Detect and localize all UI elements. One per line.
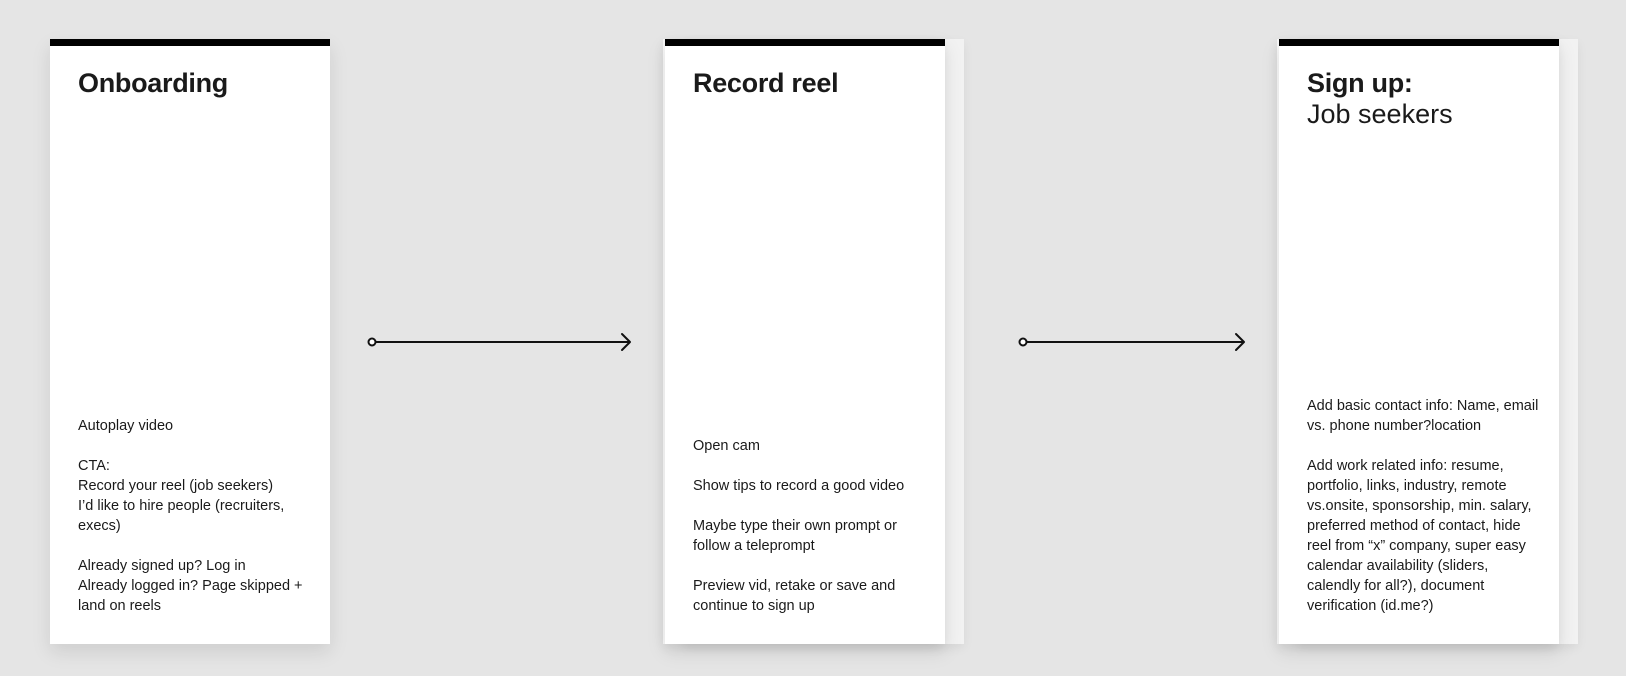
note-paragraph: Already signed up? Log in Already logged… — [78, 556, 312, 616]
note-line: Autoplay video — [78, 418, 174, 434]
note-paragraph: Maybe type their own prompt or follow a … — [693, 516, 927, 556]
sign-up-card[interactable]: Sign up: Job seekers Add basic contact i… — [1279, 39, 1559, 644]
note-paragraph: Add basic contact info: Name, email vs. … — [1307, 396, 1541, 436]
onboarding-card[interactable]: Onboarding Autoplay video CTA: Record yo… — [50, 39, 330, 644]
arrowhead-icon — [621, 333, 631, 351]
note-paragraph: Open cam — [693, 436, 927, 456]
note-line: Already logged in? Page skipped + land o… — [78, 578, 303, 614]
note-line: Add basic contact info: Name, email vs. … — [1307, 398, 1539, 434]
note-line: Maybe type their own prompt or follow a … — [693, 518, 897, 554]
note-paragraph: Show tips to record a good video — [693, 476, 927, 496]
note-paragraph: Preview vid, retake or save and continue… — [693, 576, 927, 616]
note-line: Add work related info: resume, portfolio… — [1307, 458, 1532, 614]
flow-connector-arrow[interactable] — [1015, 331, 1249, 353]
note-paragraph: CTA: Record your reel (job seekers) I’d … — [78, 456, 312, 536]
arrowhead-icon — [1235, 333, 1245, 351]
connector-start-dot — [1018, 337, 1028, 347]
card-notes: Open cam Show tips to record a good vide… — [693, 436, 927, 616]
card-title: Onboarding — [78, 68, 228, 98]
note-line: I’d like to hire people (recruiters, exe… — [78, 498, 285, 534]
note-line: Record your reel (job seekers) — [78, 478, 274, 494]
note-line: CTA: — [78, 458, 110, 474]
card-notes: Add basic contact info: Name, email vs. … — [1307, 396, 1541, 616]
note-paragraph: Add work related info: resume, portfolio… — [1307, 456, 1541, 616]
note-line: Open cam — [693, 438, 760, 454]
record-reel-card[interactable]: Record reel Open cam Show tips to record… — [665, 39, 945, 644]
flow-connector-arrow[interactable] — [364, 331, 634, 353]
note-line: Show tips to record a good video — [693, 478, 905, 494]
note-paragraph: Autoplay video — [78, 416, 312, 436]
card-title: Record reel — [693, 68, 839, 98]
note-line: Preview vid, retake or save and continue… — [693, 578, 896, 614]
note-line: Already signed up? Log in — [78, 558, 246, 574]
card-subtitle: Job seekers — [1307, 99, 1453, 129]
connector-start-dot — [367, 337, 377, 347]
card-title: Sign up: — [1307, 68, 1413, 98]
card-notes: Autoplay video CTA: Record your reel (jo… — [78, 416, 312, 616]
